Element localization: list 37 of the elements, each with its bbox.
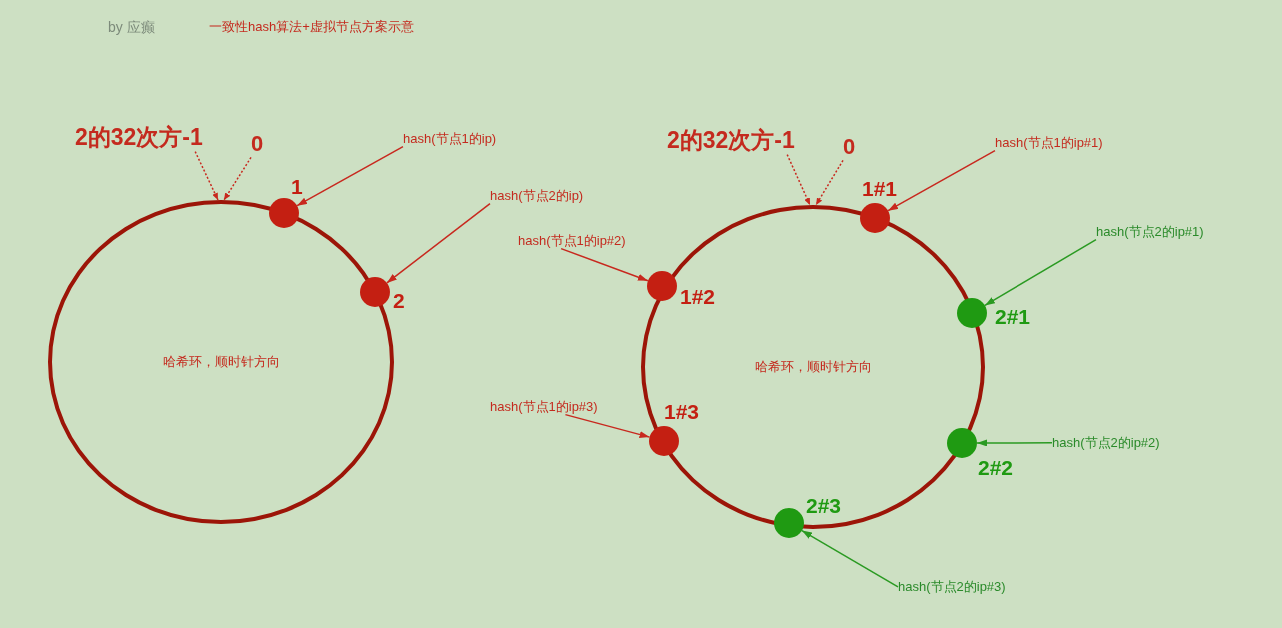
author-byline: by 应癫 bbox=[108, 19, 155, 36]
ring-caption: 哈希环，顺时针方向 bbox=[754, 359, 872, 375]
dot-label: 2#3 bbox=[806, 493, 842, 519]
hash-label: hash(节点2的ip#3) bbox=[898, 579, 1006, 595]
arrow bbox=[560, 247, 649, 282]
dot-label: 1#2 bbox=[680, 284, 716, 310]
dotted-arrow bbox=[786, 153, 811, 206]
ring-start-label: 0 bbox=[843, 134, 856, 161]
dot-label: 2#1 bbox=[995, 304, 1031, 330]
ring-end-label: 2的32次方-1 bbox=[667, 127, 795, 155]
dotted-arrow bbox=[815, 159, 844, 206]
arrow bbox=[984, 238, 1097, 307]
arrow bbox=[976, 439, 1053, 447]
arrow bbox=[887, 149, 996, 212]
dot-label: 1#3 bbox=[664, 399, 700, 425]
hash-label: hash(节点1的ip#3) bbox=[490, 399, 598, 415]
ring-caption: 哈希环，顺时针方向 bbox=[162, 354, 280, 370]
dotted-arrow bbox=[223, 156, 252, 201]
ring-start-label: 0 bbox=[251, 131, 264, 158]
diagram-title: 一致性hash算法+虚拟节点方案示意 bbox=[209, 19, 414, 35]
arrow bbox=[564, 413, 651, 438]
arrow bbox=[296, 145, 404, 207]
hash-label: hash(节点1的ip#1) bbox=[995, 135, 1103, 151]
arrow bbox=[801, 529, 899, 588]
arrow bbox=[386, 202, 491, 284]
hash-label: hash(节点2的ip#2) bbox=[1052, 435, 1160, 451]
hash-label: hash(节点2的ip) bbox=[490, 188, 584, 204]
dot-label: 2 bbox=[393, 288, 405, 314]
dotted-arrow bbox=[194, 150, 219, 201]
dot-label: 1#1 bbox=[862, 176, 898, 202]
hash-label: hash(节点2的ip#1) bbox=[1096, 224, 1204, 240]
ring-end-label: 2的32次方-1 bbox=[75, 124, 203, 152]
dot-label: 1 bbox=[291, 174, 303, 200]
node-dot bbox=[774, 508, 804, 538]
hash-label: hash(节点1的ip#2) bbox=[518, 233, 626, 249]
dot-label: 2#2 bbox=[978, 455, 1014, 481]
hash-label: hash(节点1的ip) bbox=[403, 131, 497, 147]
